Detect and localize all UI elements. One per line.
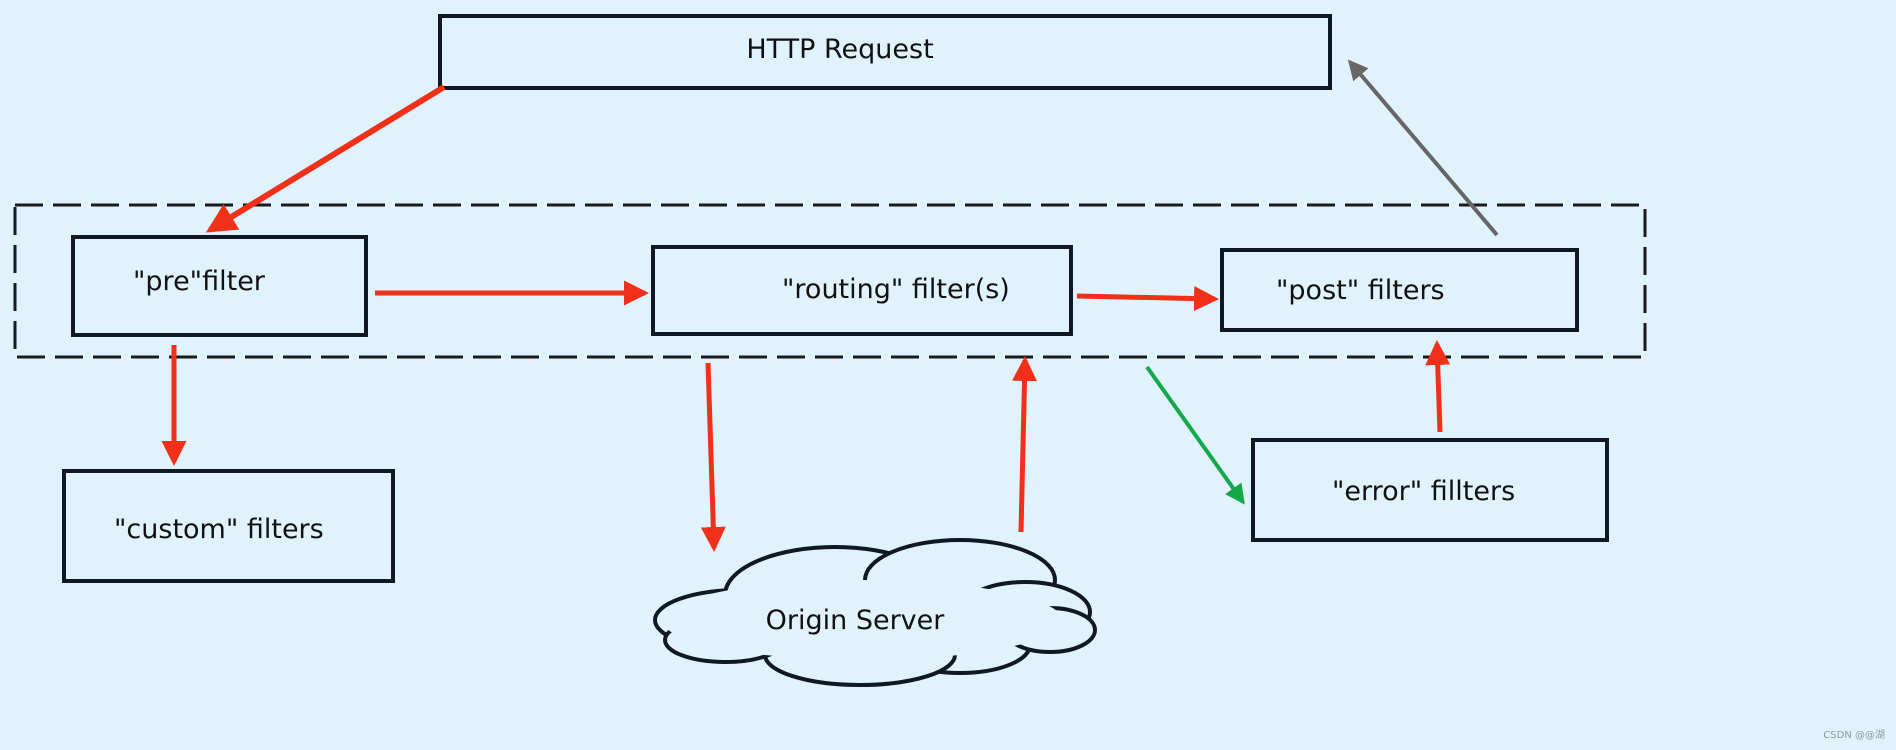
arrow-request-to-pre xyxy=(205,84,446,233)
watermark-text: CSDN @@湖 xyxy=(1823,729,1885,741)
routing-filters-label: "routing" filter(s) xyxy=(782,274,1010,305)
custom-filters-node: "custom" filters xyxy=(62,469,395,583)
origin-server-label: Origin Server xyxy=(766,605,946,636)
http-request-node: HTTP Request xyxy=(438,14,1332,90)
error-filters-node: "error" fillters xyxy=(1251,438,1609,542)
arrow-error-to-post xyxy=(1425,340,1451,433)
pre-filter-node: "pre"filter xyxy=(71,235,368,337)
post-filters-node: "post" filters xyxy=(1220,248,1579,332)
arrow-post-to-response xyxy=(1347,59,1499,237)
http-request-label: HTTP Request xyxy=(746,34,933,65)
origin-server-node: Origin Server xyxy=(653,538,1097,687)
cloud-icon xyxy=(653,538,1097,687)
arrow-routing-to-post xyxy=(1076,286,1219,312)
custom-filters-label: "custom" filters xyxy=(114,514,324,545)
routing-filters-node: "routing" filter(s) xyxy=(651,245,1073,336)
arrow-routing-to-error xyxy=(1145,365,1245,505)
post-filters-label: "post" filters xyxy=(1276,275,1445,306)
pre-filter-label: "pre"filter xyxy=(133,266,266,297)
arrow-origin-to-routing xyxy=(1012,356,1038,533)
error-filters-label: "error" fillters xyxy=(1332,476,1515,507)
filter-group-dashed-border xyxy=(13,203,1647,359)
arrow-routing-to-origin xyxy=(700,362,726,552)
